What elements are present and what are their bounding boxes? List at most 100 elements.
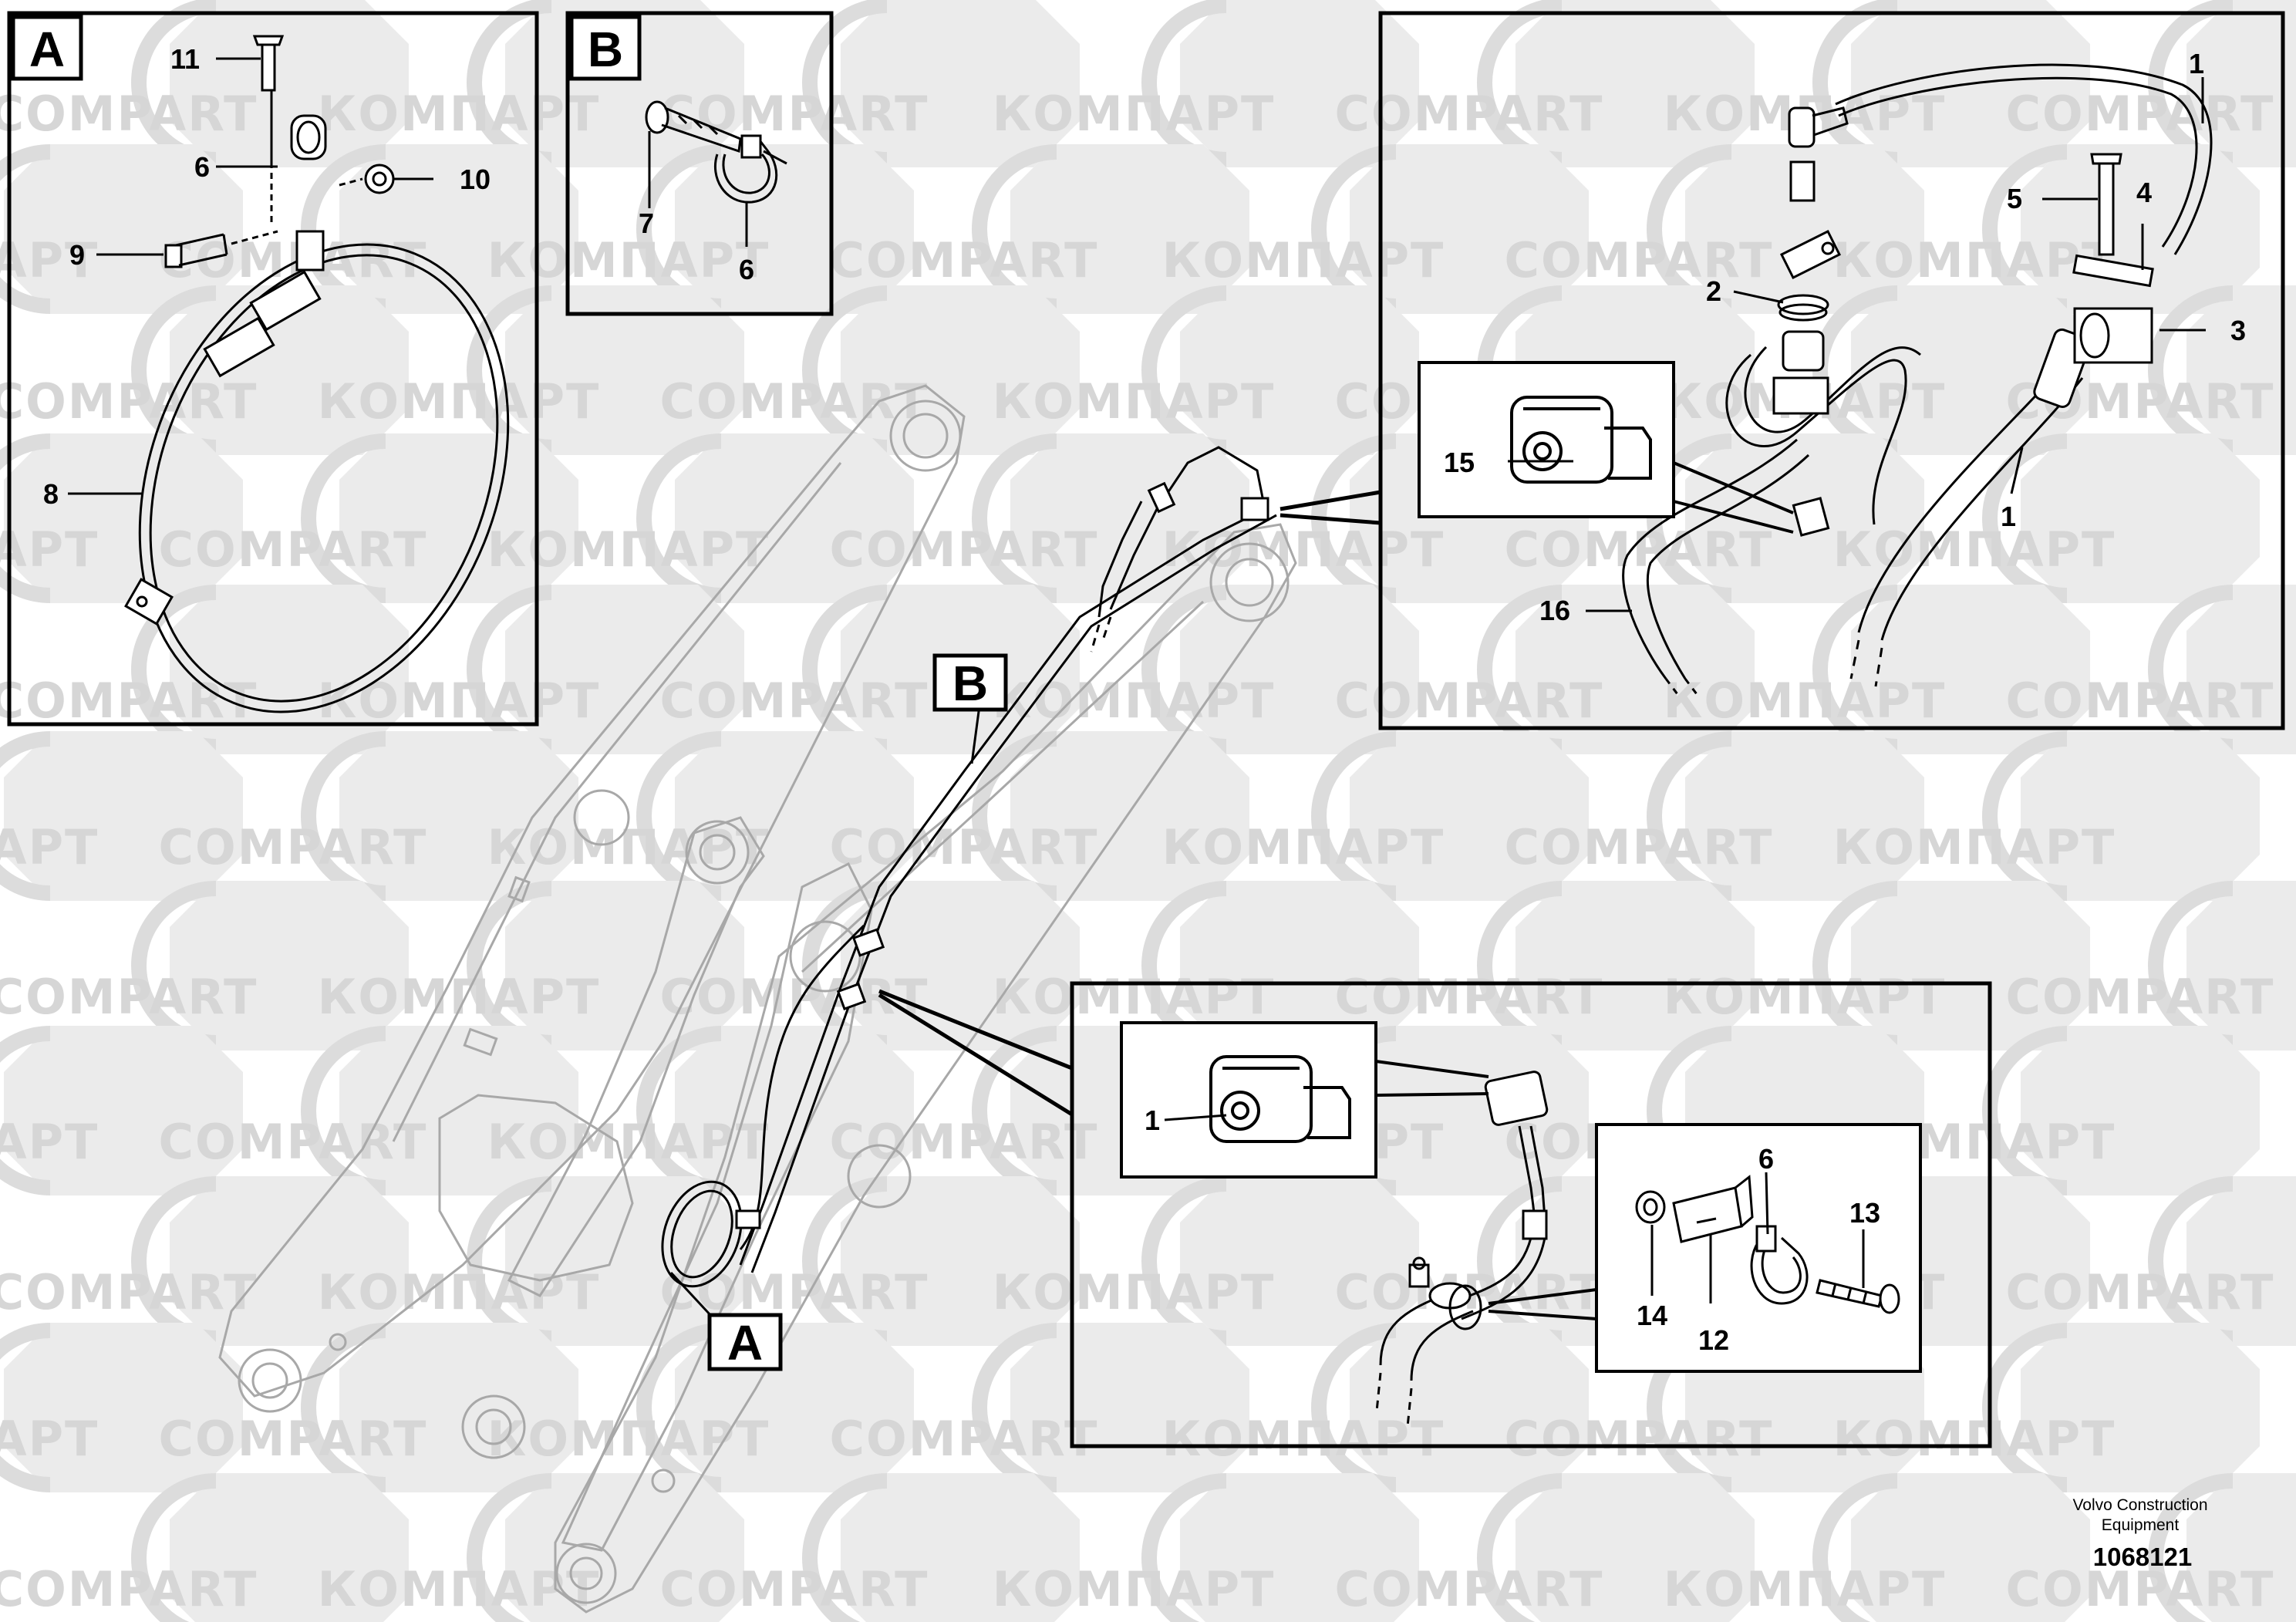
watermark-tile: COMPART	[830, 1026, 1249, 1195]
watermark-text: КОМПАРТ	[1664, 673, 1947, 729]
watermark-tile: КОМПАРТ	[993, 585, 1419, 754]
watermark-tile: КОМПАРТ	[1833, 144, 2260, 314]
watermark-text: COMPART	[660, 86, 929, 142]
watermark-tile: КОМПАРТ	[1664, 1473, 2090, 1622]
watermark-text: COMPART	[0, 373, 258, 430]
watermark-tile: КОМПАРТ	[1833, 433, 2260, 603]
watermark-tile: COMPART	[830, 433, 1249, 603]
watermark-text: КОМПАРТ	[487, 521, 770, 578]
callout-8: 8	[43, 478, 59, 510]
callout-6-bottom: 6	[1758, 1143, 1774, 1175]
watermark-text: COMPART	[2006, 1561, 2275, 1617]
watermark-text: КОМПАРТ	[1833, 232, 2116, 288]
watermark-tile: COMPART	[0, 285, 409, 455]
watermark-tile: КОМПАРТ	[993, 1176, 1419, 1346]
watermark-text: COMPART	[2006, 86, 2275, 142]
watermark-text: КОМПАРТ	[0, 521, 99, 578]
callout-3: 3	[2230, 315, 2246, 346]
callout-4: 4	[2136, 177, 2152, 208]
callout-6: 6	[194, 151, 210, 183]
watermark-tile: COMPART	[2006, 1176, 2296, 1346]
p-clip-drawing	[645, 100, 787, 204]
callout-11: 11	[170, 43, 200, 75]
watermark-text: КОМПАРТ	[318, 373, 601, 430]
watermark-text: КОМПАРТ	[1664, 969, 1947, 1025]
watermark-text: КОМПАРТ	[318, 1561, 601, 1617]
tag-a: A	[707, 1313, 783, 1371]
watermark-tile: COMPART	[0, 1176, 409, 1346]
callout-1-bottom: 1	[1145, 1104, 1160, 1136]
watermark-text: КОМПАРТ	[0, 1114, 99, 1170]
watermark-text: КОМПАРТ	[1833, 1411, 2116, 1467]
watermark-tile: КОМПАРТ	[0, 731, 243, 901]
watermark-text: COMPART	[2006, 673, 2275, 729]
watermark-text: COMPART	[660, 673, 929, 729]
callout-7: 7	[639, 207, 654, 239]
panel-top-right-leaders	[1508, 77, 2206, 612]
watermark-text: COMPART	[159, 819, 428, 875]
watermark-text: COMPART	[0, 969, 258, 1025]
watermark-tile: COMPART	[1335, 881, 1755, 1050]
watermark-text: КОМПАРТ	[318, 673, 601, 729]
watermark-tile: КОМПАРТ	[993, 1473, 1419, 1622]
watermark-tile: КОМПАРТ	[1833, 731, 2260, 901]
watermark-text: КОМПАРТ	[0, 232, 99, 288]
callout-2: 2	[1706, 275, 1721, 307]
hose-clamp-ring-drawing	[124, 35, 510, 713]
watermark-text: КОМПАРТ	[1664, 1561, 1947, 1617]
watermark-text: COMPART	[660, 1264, 929, 1320]
watermark-tile: COMPART	[159, 1323, 578, 1492]
panel-b-leaders	[648, 131, 748, 247]
footer-company-line2: Equipment	[2102, 1516, 2180, 1534]
panel-b: B 7 6	[565, 11, 834, 316]
watermark-text: COMPART	[830, 521, 1099, 578]
watermark-text: КОМПАРТ	[487, 1114, 770, 1170]
callout-5: 5	[2007, 183, 2022, 214]
watermark-tile: КОМПАРТ	[1162, 433, 1589, 603]
watermark-tile: COMPART	[2006, 881, 2296, 1050]
watermark-text: КОМПАРТ	[487, 1411, 770, 1467]
watermark-text: COMPART	[1335, 969, 1604, 1025]
top-sensor-hoses	[1622, 63, 2213, 695]
tag-b-label: B	[952, 656, 988, 711]
watermark-text: COMPART	[1335, 86, 1604, 142]
watermark-text: КОМПАРТ	[1833, 521, 2116, 578]
watermark-text: КОМПАРТ	[318, 1264, 601, 1320]
main-harness	[661, 446, 1277, 1288]
watermark-tile: COMPART	[159, 433, 578, 603]
watermark-tile: КОМПАРТ	[0, 1026, 243, 1195]
watermark-tile: КОМПАРТ	[487, 144, 914, 314]
watermark-tile: COMPART	[2006, 0, 2296, 167]
watermark-text: COMPART	[159, 1114, 428, 1170]
watermark-text: COMPART	[1505, 521, 1774, 578]
watermark-tile: КОМПАРТ	[0, 1323, 243, 1492]
sensor-inset-top	[1418, 361, 1794, 534]
watermark-text: COMPART	[159, 1411, 428, 1467]
clip-inset-bottom	[1488, 1123, 1922, 1373]
watermark-tile: COMPART	[1335, 1473, 1755, 1622]
watermark-text: COMPART	[830, 232, 1099, 288]
watermark-tile: COMPART	[159, 731, 578, 901]
panel-b-letter: B	[588, 22, 623, 77]
callout-13: 13	[1849, 1197, 1880, 1229]
callout-16: 16	[1539, 595, 1570, 626]
watermark-tile: КОМПАРТ	[993, 285, 1419, 455]
sensor-inset-bottom	[1120, 1021, 1489, 1179]
callout-14: 14	[1637, 1300, 1667, 1331]
watermark-tile: КОМПАРТ	[1162, 731, 1589, 901]
watermark-tile: COMPART	[830, 144, 1249, 314]
watermark-tile: КОМПАРТ	[1664, 585, 2090, 754]
watermark-tile: КОМПАРТ	[1833, 1323, 2260, 1492]
watermark-text: COMPART	[1335, 673, 1604, 729]
watermark-text: КОМПАРТ	[0, 819, 99, 875]
panel-sensor-top: 1 5 4 2 3 15 1 16	[1378, 11, 2285, 730]
watermark-text: КОМПАРТ	[993, 969, 1276, 1025]
watermark-text: COMPART	[2006, 1264, 2275, 1320]
watermark-tile: КОМПАРТ	[487, 731, 914, 901]
watermark-tile: COMPART	[0, 881, 409, 1050]
watermark-tile: КОМПАРТ	[318, 881, 744, 1050]
callout-12: 12	[1698, 1324, 1729, 1356]
watermark-text: КОМПАРТ	[993, 373, 1276, 430]
watermark-text: COMPART	[0, 86, 258, 142]
